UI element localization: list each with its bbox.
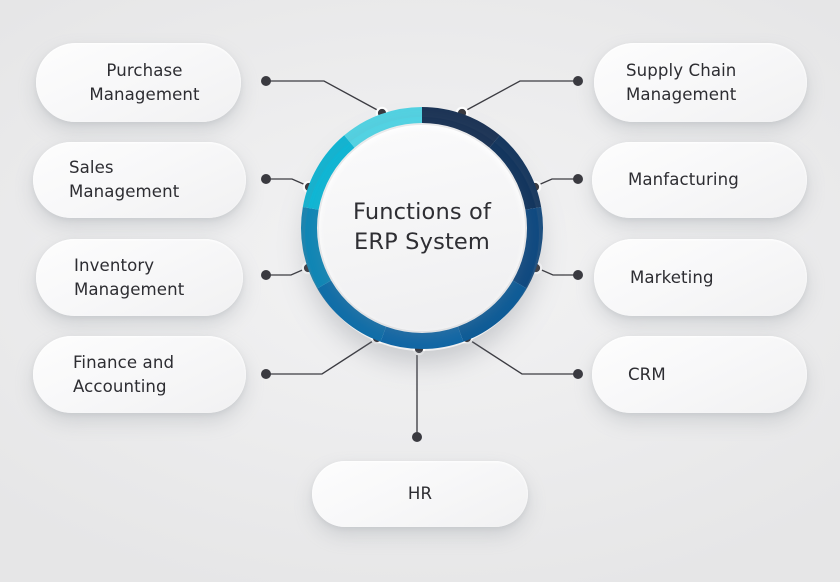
label-marketing-text: Marketing	[630, 267, 714, 287]
label-marketing[interactable]: Marketing	[594, 239, 807, 316]
label-sales-management-text: Sales Management	[69, 158, 180, 201]
label-inventory-management[interactable]: Inventory Management	[36, 239, 243, 316]
label-manfacturing[interactable]: Manfacturing	[592, 142, 807, 218]
label-manfacturing-text: Manfacturing	[628, 170, 739, 190]
ring-segment-crm	[457, 280, 527, 342]
ring-inner-disc: Functions of ERP System	[319, 125, 525, 331]
erp-donut-ring: Functions of ERP System	[301, 107, 543, 349]
ring-segment-manfacturing	[489, 135, 542, 210]
ring-segment-sales-management	[302, 135, 355, 210]
label-finance-and-accounting-text: Finance and Accounting	[73, 352, 175, 396]
ring-segment-supply-chain-management	[422, 107, 500, 148]
label-finance-and-accounting[interactable]: Finance and Accounting	[33, 336, 246, 413]
ring-segment-hr	[380, 326, 464, 349]
ring-segment-purchase-management	[344, 107, 422, 148]
ring-segments	[301, 107, 543, 349]
label-hr[interactable]: HR	[312, 461, 528, 527]
label-crm[interactable]: CRM	[592, 336, 807, 413]
connector-hr	[412, 342, 426, 442]
ring-segment-inventory-management	[301, 206, 332, 289]
label-inventory-management-text: Inventory Management	[74, 255, 185, 299]
label-supply-chain-management[interactable]: Supply Chain Management	[594, 43, 807, 122]
label-supply-chain-management-text: Supply Chain Management	[626, 60, 737, 104]
label-purchase-management[interactable]: Purchase Management	[36, 43, 241, 122]
label-sales-management[interactable]: Sales Management	[33, 142, 246, 218]
ring-segment-finance-and-accounting	[317, 280, 387, 342]
label-purchase-management-text: Purchase Management	[89, 60, 200, 104]
label-crm-text: CRM	[628, 364, 666, 384]
ring-segment-marketing	[512, 206, 543, 289]
center-title: Functions of ERP System	[352, 199, 492, 255]
label-hr-text: HR	[407, 484, 433, 504]
